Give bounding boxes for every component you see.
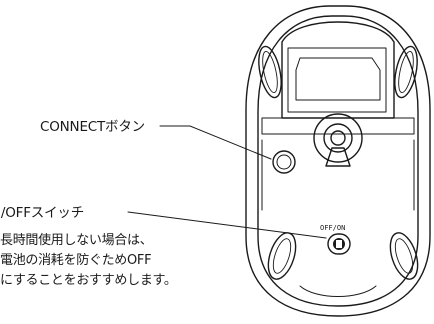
connect-button (272, 150, 296, 174)
connect-button-label: CONNECTボタン (40, 119, 145, 135)
note-line: 長時間使用しない場合は、 (0, 233, 153, 248)
connect-leader-line (159, 125, 272, 160)
middle-plate (261, 117, 415, 135)
note-line: 電池の消耗を防ぐためOFF (0, 253, 152, 268)
sensor-inner-ring (323, 123, 353, 153)
sensor-outer-ring (313, 113, 363, 163)
switch-leader-line (127, 211, 327, 239)
usage-note: 長時間使用しない場合は、 電池の消耗を防ぐためOFF にすることをおすすめします… (0, 231, 246, 291)
foot-bottom-right (389, 232, 419, 280)
foot-bottom-left (267, 232, 297, 280)
sensor-lens (330, 130, 346, 146)
foot-top-left (258, 45, 282, 99)
power-switch (327, 233, 351, 255)
switch-mark-label: OFF/ON (320, 224, 346, 232)
sensor-mount (325, 147, 351, 167)
mouse-outer-shell (245, 5, 431, 317)
note-line: にすることをおすすめします。 (0, 273, 177, 288)
foot-top-right (394, 45, 418, 99)
upper-recess (295, 57, 381, 101)
top-plate (281, 21, 395, 119)
power-switch-label: N/OFFスイッチ (0, 205, 85, 221)
